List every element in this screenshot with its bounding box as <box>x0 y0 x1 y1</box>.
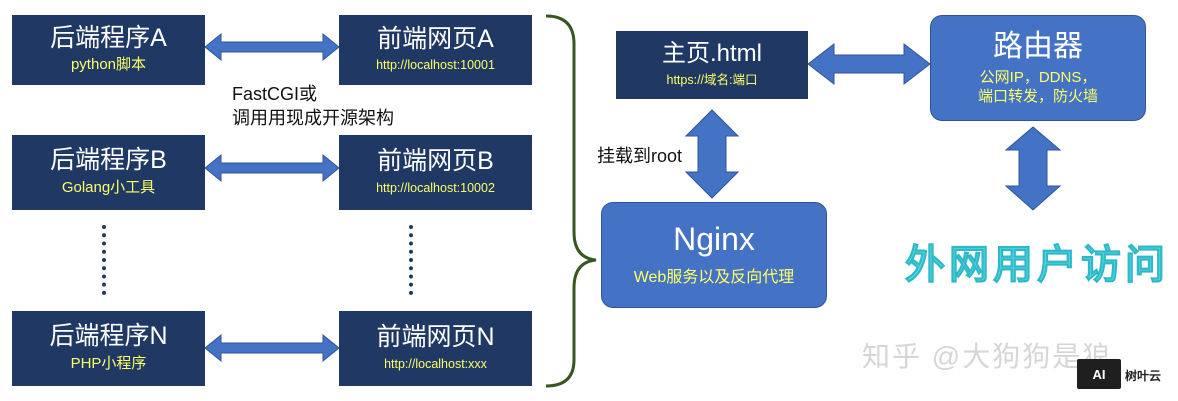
frontend-box-b: 前端网页B http://localhost:10002 <box>339 135 532 210</box>
frontend-n-title: 前端网页N <box>376 323 495 352</box>
arrow-home-nginx <box>684 109 740 199</box>
router-line1: 公网IP，DDNS， <box>979 68 1097 86</box>
frontend-a-url: http://localhost:10001 <box>376 58 495 73</box>
backend-n-title: 后端程序N <box>49 322 168 351</box>
frontend-n-url: http://localhost:xxx <box>384 356 487 371</box>
frontend-b-title: 前端网页B <box>377 147 494 176</box>
watermark-text: 知乎 @大狗狗是狼 <box>862 341 1113 372</box>
arrow-home-router <box>807 42 931 86</box>
frontend-box-n: 前端网页N http://localhost:xxx <box>339 311 532 386</box>
ellipsis-dots-frontend <box>409 225 413 295</box>
nginx-box: Nginx Web服务以及反向代理 <box>601 202 827 308</box>
frontend-b-url: http://localhost:10002 <box>376 180 495 195</box>
backend-box-a: 后端程序A python脚本 <box>12 15 205 85</box>
backend-a-subtitle: python脚本 <box>70 56 147 74</box>
arrow-router-external <box>1004 126 1062 211</box>
home-page-title: 主页.html <box>661 40 762 68</box>
frontend-a-title: 前端网页A <box>377 24 494 53</box>
mount-label: 挂载到root <box>597 146 683 166</box>
nginx-subtitle: Web服务以及反向代理 <box>633 268 795 286</box>
arrow-backend-n-frontend-n <box>204 333 340 363</box>
arrow-backend-b-frontend-b <box>204 153 340 183</box>
backend-box-n: 后端程序N PHP小程序 <box>12 311 205 386</box>
frontend-box-a: 前端网页A http://localhost:10001 <box>339 15 532 85</box>
router-line2: 端口转发，防火墙 <box>977 87 1098 105</box>
curly-brace <box>545 14 597 388</box>
home-page-box: 主页.html https://域名:端口 <box>616 31 808 99</box>
ellipsis-dots-backend <box>102 225 106 295</box>
backend-n-subtitle: PHP小程序 <box>70 354 147 372</box>
router-title: 路由器 <box>993 29 1083 63</box>
router-box: 路由器 公网IP，DDNS， 端口转发，防火墙 <box>930 15 1146 121</box>
backend-box-b: 后端程序B Golang小工具 <box>12 135 205 210</box>
fastcgi-label-line2: 调用用现成开源架构 <box>232 108 394 128</box>
backend-a-title: 后端程序A <box>50 23 167 52</box>
home-page-url: https://域名:端口 <box>666 72 758 87</box>
arrow-backend-a-frontend-a <box>204 32 340 62</box>
logo-text: 树叶云 <box>1125 369 1162 383</box>
fastcgi-label-line1: FastCGI或 <box>232 84 318 104</box>
backend-b-subtitle: Golang小工具 <box>61 178 156 196</box>
logo-badge: AI <box>1077 359 1121 389</box>
backend-b-title: 后端程序B <box>50 146 167 175</box>
nginx-title: Nginx <box>673 221 755 258</box>
external-users-text: 外网用户访问 <box>905 243 1169 288</box>
fastcgi-label: FastCGI或 调用用现成开源架构 <box>232 82 432 130</box>
